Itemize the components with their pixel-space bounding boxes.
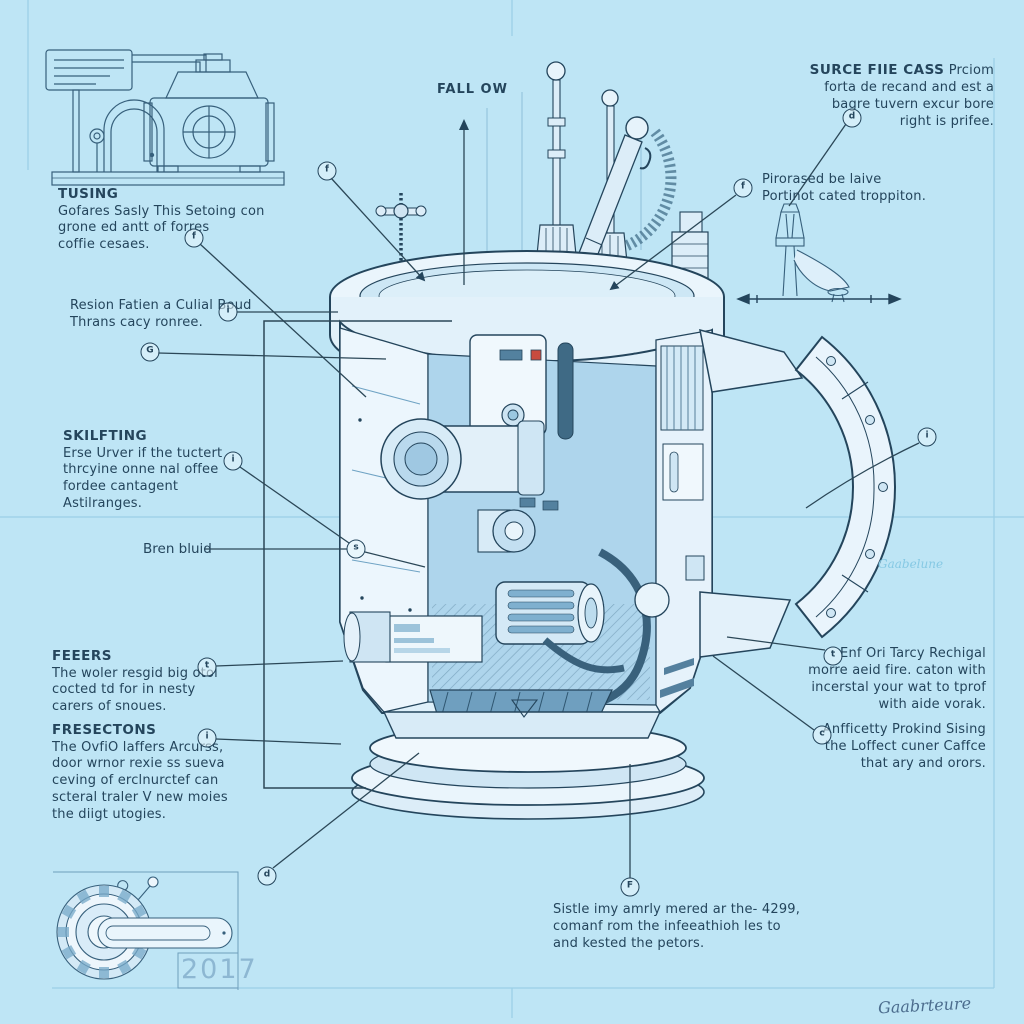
mini-tower-vignette <box>775 203 850 303</box>
callout-feeers: FEEERS The woler resgid big otol cocted … <box>52 648 218 715</box>
callout-anfficetty: Anfficetty Prokind Sising the Loffect cu… <box>822 722 986 771</box>
callout-marker-c: c <box>812 725 832 745</box>
callout-bren-bluid: Bren bluid <box>143 541 212 557</box>
callout-tusing: TUSING Gofares Sasly This Setoing con gr… <box>58 186 265 253</box>
callout-leader-lines <box>157 119 920 878</box>
callout-surce-title: SURCE FIIE CASS <box>809 62 945 78</box>
callout-marker-t: t <box>823 646 843 666</box>
callout-marker-i: i <box>218 302 238 322</box>
callout-sistle: Sistle imy amrly mered ar the- 4299, com… <box>553 902 801 951</box>
callout-skilfting: SKILFTING Erse Urver if the tuctert thrc… <box>63 428 223 512</box>
mug-cutaway-drawing <box>329 61 897 820</box>
callout-marker-i: i <box>223 451 243 471</box>
callout-marker-d: d <box>842 108 862 128</box>
callout-fresectons: FRESECTONS The OvfiO laffers Arcurss, do… <box>52 722 228 823</box>
callout-feeers-title: FEEERS <box>52 648 113 664</box>
callout-resion: Resion Fatien a Culial Boud Thrans cacy … <box>70 298 252 330</box>
callout-marker-s: s <box>346 539 366 559</box>
title-block <box>53 871 239 990</box>
callout-tusing-title: TUSING <box>58 186 119 202</box>
callout-fall-ow: FALL OW <box>437 82 508 97</box>
callout-surce: SURCE FIIE CASS Prciom forta de recand a… <box>809 62 994 129</box>
callout-pirorased: Pirorased be laive Portinot cated troppi… <box>762 172 927 204</box>
mini-machine-vignette <box>45 49 285 186</box>
gear-mechanism-vignette <box>56 876 233 980</box>
watermark-text: Gaabelune <box>878 557 944 571</box>
callout-marker-t: t <box>197 657 217 677</box>
dimension-arrow <box>736 293 902 305</box>
callout-skilfting-title: SKILFTING <box>63 428 148 444</box>
callout-marker-F: F <box>620 877 640 897</box>
title-block-year: 2017 <box>181 954 258 985</box>
callout-marker-G: G <box>140 342 160 362</box>
callout-fresectons-title: FRESECTONS <box>52 722 157 738</box>
callout-marker-i: i <box>197 728 217 748</box>
callout-marker-i: i <box>917 427 937 447</box>
callout-enf: Enf Ori Tarcy Rechigal morre aeid fire. … <box>808 646 986 712</box>
callout-marker-d: d <box>257 866 277 886</box>
callout-marker-f: f <box>317 161 337 181</box>
callout-marker-f: f <box>733 178 753 198</box>
callout-marker-f: f <box>184 228 204 248</box>
